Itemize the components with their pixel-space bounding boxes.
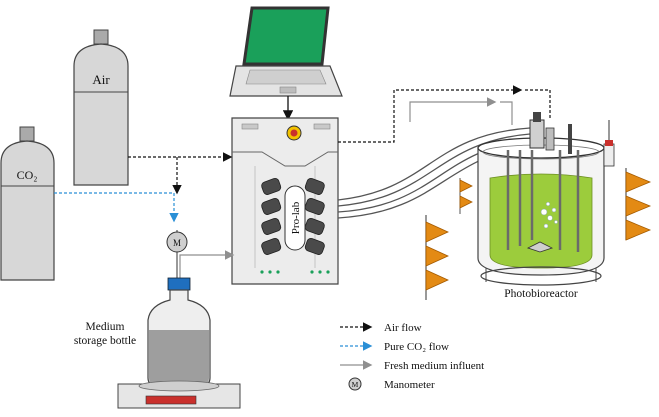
legend: Air flow Pure CO₂ flow Fresh medium infl… <box>340 322 484 391</box>
legend-label-manometer: Manometer <box>384 379 435 391</box>
manometer-symbol: M <box>173 238 181 248</box>
laptop-computer <box>229 6 343 121</box>
legend-item-co2: Pure CO₂ flow <box>340 341 449 353</box>
reactor-label: Photobioreactor <box>504 288 578 300</box>
legend-item-manometer: M Manometer <box>348 377 435 391</box>
legend-manometer-symbol: M <box>352 380 359 389</box>
legend-item-medium: Fresh medium influent <box>340 360 484 372</box>
co2-cylinder-label: CO₂ <box>17 168 38 182</box>
controller-label: Pro-lab <box>290 201 302 234</box>
air-to-reactor-line <box>338 85 523 143</box>
legend-item-air: Air flow <box>340 322 422 334</box>
air-cylinder: Air <box>73 29 129 186</box>
legend-label-medium: Fresh medium influent <box>384 360 484 372</box>
bottle-label-line2: storage bottle <box>74 335 136 347</box>
light-fins-left <box>425 178 473 300</box>
bottle-label-line1: Medium <box>86 321 125 333</box>
medium-from-bottle-line <box>179 250 235 278</box>
legend-label-air: Air flow <box>384 322 422 334</box>
prolab-controller: Pro-lab <box>231 117 339 285</box>
light-fins-right <box>625 168 652 241</box>
medium-to-reactor-line <box>409 97 497 122</box>
co2-cylinder: CO₂ <box>0 126 55 281</box>
medium-storage-bottle: Medium storage bottle <box>74 277 241 409</box>
manometer: M <box>166 230 188 278</box>
photobioreactor: Photobioreactor <box>477 112 615 300</box>
co2-flow-line <box>54 192 179 223</box>
legend-label-co2: Pure CO₂ flow <box>384 341 449 353</box>
air-cylinder-label: Air <box>92 72 110 87</box>
